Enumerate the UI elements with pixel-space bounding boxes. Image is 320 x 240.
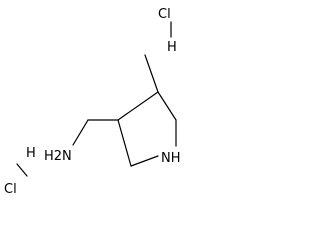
ring-nh-label: NH (161, 151, 181, 166)
ring-bond-c3-c4 (117, 91, 159, 121)
side-chain-bond-ch2-n (72, 119, 89, 146)
ring-bond-c4-c5 (157, 91, 177, 121)
chemical-structure: Cl H H2N NH H Cl (4, 7, 181, 197)
hcl-top-hydrogen-label: H (167, 40, 177, 55)
ring-bond-n1-c2 (130, 155, 159, 167)
hcl-bottom-bond (16, 163, 28, 177)
hcl-bottom-hydrogen-label: H (26, 146, 36, 161)
hcl-bottom-chlorine-label: Cl (4, 182, 17, 197)
methyl-bond (144, 54, 159, 93)
hcl-top-chlorine-label: Cl (158, 7, 171, 22)
ring-bond-c2-c3 (117, 119, 132, 167)
amine-label: H2N (44, 149, 72, 164)
